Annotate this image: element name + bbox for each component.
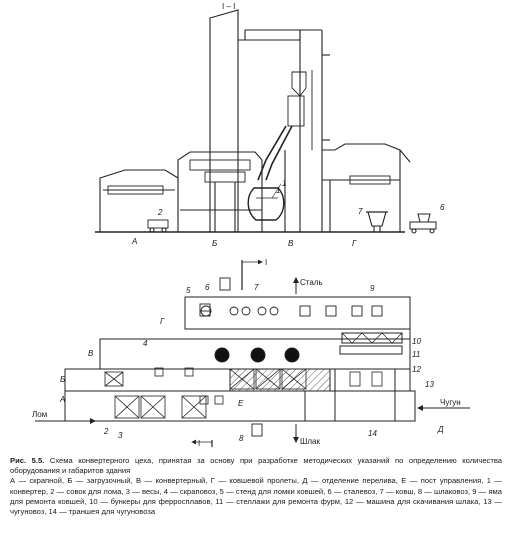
- plan-row-label: Б: [60, 375, 65, 384]
- plan-number: 10: [412, 337, 421, 346]
- plan-number: 5: [186, 286, 191, 295]
- converter-shop-diagram: I – I А Б В Г 1 2 6 7: [32, 2, 470, 448]
- callout-number: 2: [157, 208, 163, 217]
- caption-text: Схема конвертерного цеха, принятая за ос…: [10, 456, 502, 476]
- section-labels: I – I А Б В Г 1 2 6 7: [131, 2, 445, 248]
- plan-number: 8: [239, 434, 244, 443]
- plan-number: 1: [276, 186, 280, 195]
- plan-number: 7: [254, 283, 259, 292]
- cut-mark: I: [198, 439, 200, 448]
- plan-number: 9: [370, 284, 375, 293]
- section-label: I – I: [222, 2, 235, 11]
- flow-label-iron: Чугун: [440, 398, 461, 407]
- flow-label-slag: Шлак: [300, 437, 320, 446]
- plan-number: 12: [412, 365, 421, 374]
- callout-number: 7: [358, 207, 363, 216]
- section-bay-label: Г: [352, 239, 357, 248]
- plan-number: 11: [412, 350, 420, 359]
- caption-title: Рис. 5.5.: [10, 456, 45, 465]
- plan-row-label: Е: [238, 399, 244, 408]
- plan-row-label: А: [59, 395, 65, 404]
- flow-label-steel: Сталь: [300, 278, 323, 287]
- cut-mark: I: [265, 258, 267, 267]
- plan-number: 14: [368, 429, 377, 438]
- plan-number: 13: [425, 380, 434, 389]
- building-cross-section: [95, 9, 437, 234]
- plan-number: 3: [118, 431, 123, 440]
- flow-label-scrap: Лом: [32, 410, 47, 419]
- figure-caption: Рис. 5.5. Схема конвертерного цеха, прин…: [10, 456, 502, 517]
- section-bay-label: А: [131, 237, 137, 246]
- plan-row-label: Д: [437, 425, 444, 434]
- caption-legend: А — скрапной, Б — загрузочный, В — конве…: [10, 476, 502, 517]
- section-bay-label: В: [288, 239, 294, 248]
- plan-number: 2: [103, 427, 109, 436]
- shop-plan: [35, 259, 470, 447]
- plan-labels: Г В Б А Е Д 1 2 3 4 5 6 7 8 9 10 11 12 1…: [32, 186, 461, 448]
- plan-row-label: Г: [160, 317, 165, 326]
- plan-number: 4: [143, 339, 148, 348]
- plan-row-label: В: [88, 349, 94, 358]
- callout-number: 6: [440, 203, 445, 212]
- callout-number: 1: [282, 179, 286, 188]
- plan-number: 6: [205, 283, 210, 292]
- section-bay-label: Б: [212, 239, 217, 248]
